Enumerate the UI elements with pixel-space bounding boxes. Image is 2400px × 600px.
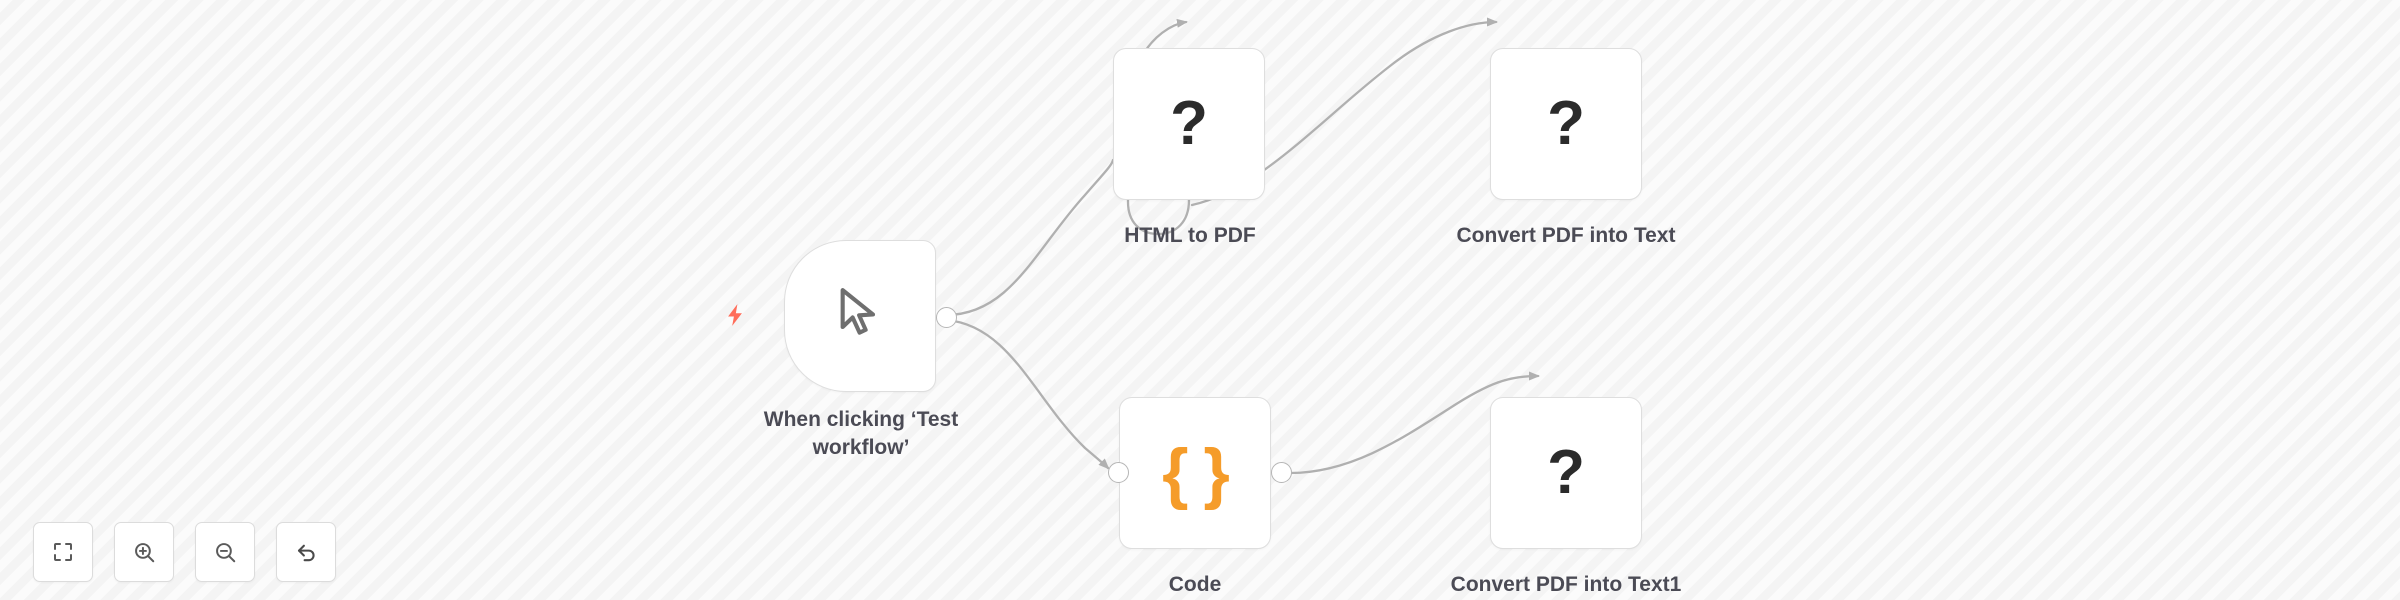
zoom-in-button[interactable] (114, 522, 174, 582)
caption-html-to-pdf: HTML to PDF (1124, 224, 1256, 247)
question-mark-icon: ? (1547, 89, 1585, 158)
lightning-bolt-icon (722, 300, 748, 330)
node-convert-pdf-into-text1[interactable]: ? (1490, 397, 1642, 549)
caption-convert-pdf-into-text: Convert PDF into Text (1456, 224, 1676, 247)
trigger-output-port[interactable] (936, 307, 957, 328)
undo-arrow-icon (294, 540, 319, 565)
code-output-port[interactable] (1271, 462, 1292, 483)
node-trigger-when-clicking-test-workflow[interactable] (784, 240, 936, 392)
canvas-zoom-toolbar (33, 522, 336, 582)
curly-braces-icon: { } (1162, 435, 1230, 511)
node-code[interactable]: { } (1119, 397, 1271, 549)
zoom-out-button[interactable] (195, 522, 255, 582)
fit-to-view-button[interactable] (33, 522, 93, 582)
code-input-port[interactable] (1108, 462, 1129, 483)
zoom-out-icon (213, 540, 238, 565)
mouse-cursor-icon (834, 285, 886, 348)
question-mark-icon: ? (1547, 438, 1585, 507)
node-convert-pdf-into-text[interactable]: ? (1490, 48, 1642, 200)
question-mark-icon: ? (1170, 89, 1208, 158)
zoom-in-icon (132, 540, 157, 565)
caption-convert-pdf-into-text1: Convert PDF into Text1 (1450, 573, 1682, 596)
caption-code: Code (1168, 573, 1222, 596)
fit-screen-icon (51, 540, 75, 564)
reset-zoom-button[interactable] (276, 522, 336, 582)
caption-trigger: When clicking ‘Test workflow’ (763, 408, 959, 459)
node-html-to-pdf[interactable]: ? (1113, 48, 1265, 200)
